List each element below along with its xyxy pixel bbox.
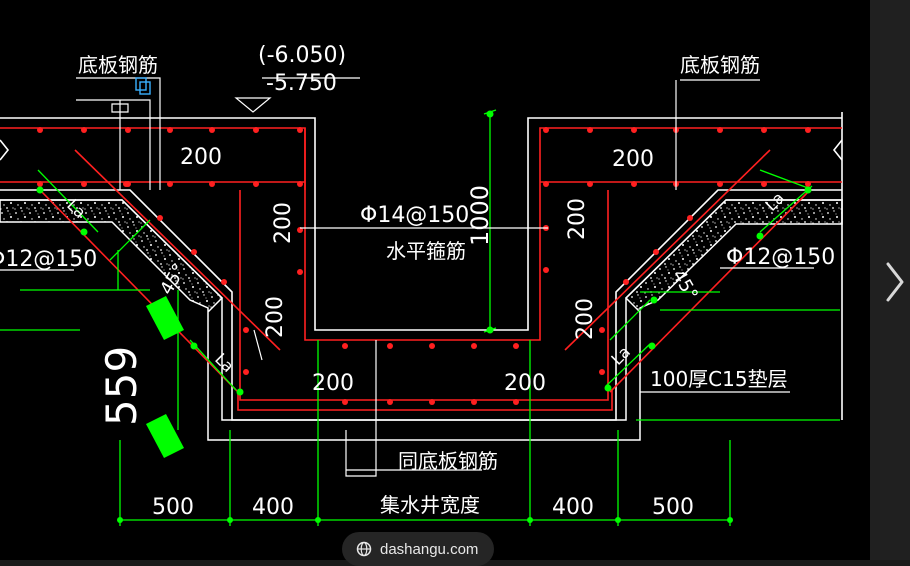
rebar-spec-main: Φ14@150 [360, 203, 469, 228]
dim-bottom-400-right: 400 [552, 495, 594, 520]
dimension-ticks [36, 110, 812, 523]
drawing-labels: 底板钢筋 底板钢筋 (-6.050) -5.750 200 200 Φ14@15… [0, 43, 835, 520]
label-horizontal-rebar: 水平箍筋 [386, 239, 466, 263]
la-left-lower: La [211, 349, 238, 376]
label-bottom-rebar-left: 底板钢筋 [78, 53, 158, 77]
dim-200-wall-right: 200 [565, 198, 590, 240]
dim-slope-height: 559 [97, 346, 146, 426]
rebar-spec-left: Φ12@150 [0, 247, 97, 272]
dim-200-lower-right: 200 [573, 298, 598, 340]
dim-bottom-500-left: 500 [152, 495, 194, 520]
dim-depth: 1000 [466, 185, 494, 246]
dim-200-wall-left: 200 [271, 202, 296, 244]
chevron-right-icon [886, 262, 904, 302]
dim-200-bottom-right: 200 [504, 371, 546, 396]
source-domain: dashangu.com [380, 540, 479, 558]
dimension-lines [0, 109, 840, 526]
selection-marker [135, 77, 147, 91]
dim-200-bottom-left: 200 [312, 371, 354, 396]
pit-outline [0, 112, 843, 421]
cad-drawing: 底板钢筋 底板钢筋 (-6.050) -5.750 200 200 Φ14@15… [0, 0, 870, 560]
globe-icon [356, 541, 372, 557]
leader-lines [0, 77, 814, 477]
label-same-as-bottom: 同底板钢筋 [398, 449, 498, 473]
label-cushion: 100厚C15垫层 [650, 367, 788, 391]
source-link[interactable]: dashangu.com [342, 532, 495, 566]
selection-marker-2 [139, 81, 151, 95]
dim-200-top-left: 200 [180, 145, 222, 170]
label-bottom-rebar-right: 底板钢筋 [680, 53, 760, 77]
next-image-button[interactable] [880, 258, 910, 306]
elevation-top: (-6.050) [258, 43, 346, 68]
rebar-spec-right: Φ12@150 [726, 245, 835, 270]
rebar-dots [37, 127, 811, 405]
cad-drawing-canvas: 底板钢筋 底板钢筋 (-6.050) -5.750 200 200 Φ14@15… [0, 43, 843, 526]
label-pit-width: 集水井宽度 [380, 493, 480, 517]
elevation-bottom: -5.750 [266, 71, 337, 96]
dim-bottom-400-left: 400 [252, 495, 294, 520]
dim-bottom-500-right: 500 [652, 495, 694, 520]
dim-200-lower-left: 200 [263, 296, 288, 338]
la-right-lower: La [607, 342, 634, 369]
dim-200-top-right: 200 [612, 147, 654, 172]
